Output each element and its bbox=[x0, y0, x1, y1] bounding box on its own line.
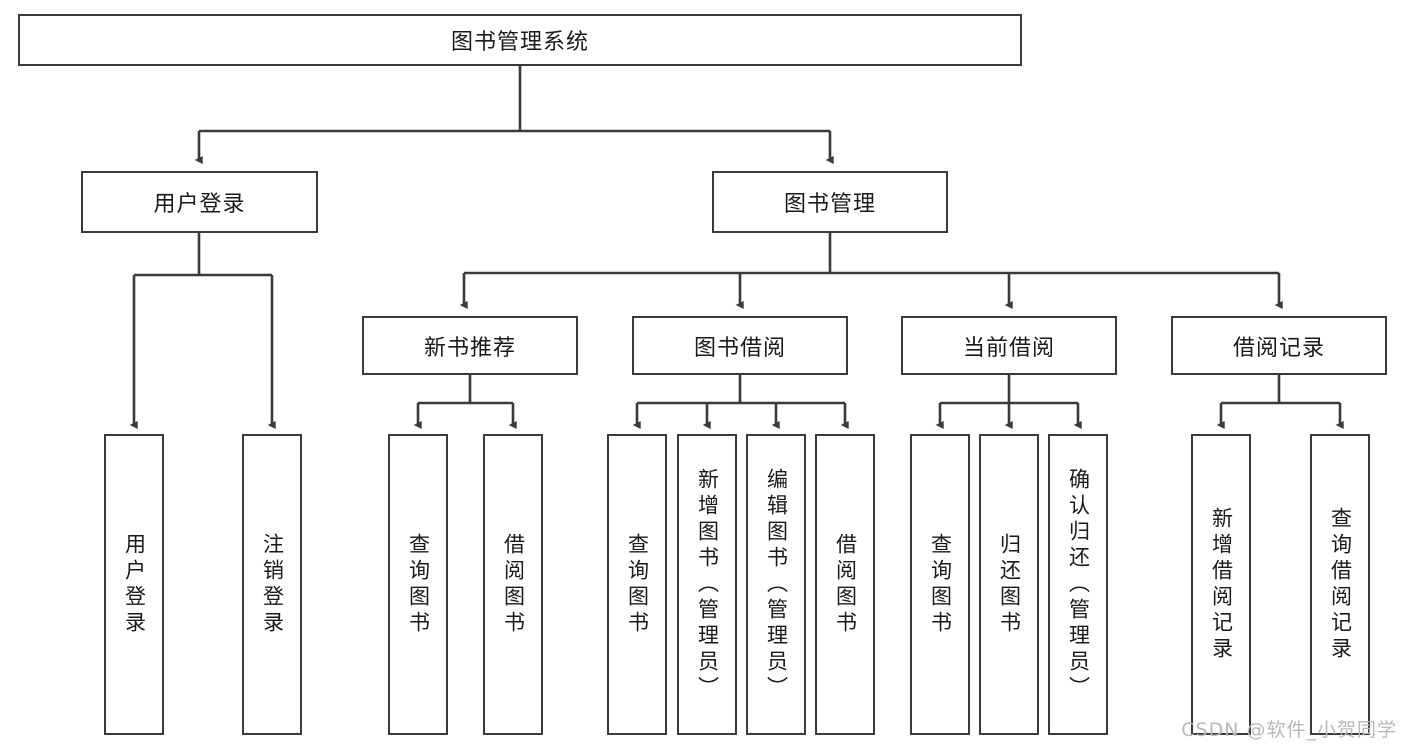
node-label: 图书借阅 bbox=[693, 335, 786, 361]
node-current-borrow[interactable]: 当前借阅 bbox=[901, 316, 1117, 375]
node-label: 确认归还（管理员） bbox=[1066, 467, 1091, 702]
node-book-borrow[interactable]: 图书借阅 bbox=[632, 316, 848, 375]
leaf-add-borrow-record[interactable]: 新增借阅记录 bbox=[1191, 434, 1251, 735]
node-borrow-record[interactable]: 借阅记录 bbox=[1171, 316, 1387, 375]
leaf-borrow-book-2[interactable]: 借阅图书 bbox=[815, 434, 875, 735]
leaf-query-book-1[interactable]: 查询图书 bbox=[388, 434, 448, 735]
node-label: 注销登录 bbox=[260, 532, 285, 637]
leaf-edit-book[interactable]: 编辑图书（管理员） bbox=[746, 434, 806, 735]
node-user-login[interactable]: 用户登录 bbox=[81, 171, 318, 233]
node-label: 当前借阅 bbox=[962, 335, 1055, 361]
leaf-logout-login[interactable]: 注销登录 bbox=[242, 434, 302, 735]
node-label: 查询图书 bbox=[625, 532, 650, 637]
node-label: 查询借阅记录 bbox=[1328, 506, 1353, 663]
leaf-user-login[interactable]: 用户登录 bbox=[104, 434, 164, 735]
leaf-confirm-return[interactable]: 确认归还（管理员） bbox=[1048, 434, 1108, 735]
node-label: 查询图书 bbox=[406, 532, 431, 637]
node-label: 借阅图书 bbox=[501, 532, 526, 637]
node-label: 借阅图书 bbox=[833, 532, 858, 637]
leaf-add-book[interactable]: 新增图书（管理员） bbox=[677, 434, 737, 735]
node-label: 图书管理系统 bbox=[450, 30, 589, 55]
node-label: 新增图书（管理员） bbox=[695, 467, 720, 702]
node-label: 归还图书 bbox=[997, 532, 1022, 637]
node-label: 新书推荐 bbox=[423, 335, 516, 361]
node-root-system[interactable]: 图书管理系统 bbox=[18, 14, 1022, 66]
leaf-borrow-book-1[interactable]: 借阅图书 bbox=[483, 434, 543, 735]
node-label: 新增借阅记录 bbox=[1209, 506, 1234, 663]
watermark-text: CSDN @软件_小贺同学 bbox=[1181, 719, 1397, 741]
node-label: 查询图书 bbox=[928, 532, 953, 637]
node-label: 编辑图书（管理员） bbox=[764, 467, 789, 702]
node-label: 图书管理 bbox=[783, 192, 876, 217]
leaf-return-book[interactable]: 归还图书 bbox=[979, 434, 1039, 735]
node-new-book-recommend[interactable]: 新书推荐 bbox=[362, 316, 578, 375]
node-label: 用户登录 bbox=[153, 192, 246, 217]
leaf-query-book-3[interactable]: 查询图书 bbox=[910, 434, 970, 735]
leaf-query-book-2[interactable]: 查询图书 bbox=[607, 434, 667, 735]
leaf-query-borrow-record[interactable]: 查询借阅记录 bbox=[1310, 434, 1370, 735]
node-book-management[interactable]: 图书管理 bbox=[712, 171, 948, 233]
node-label: 用户登录 bbox=[122, 532, 147, 637]
node-label: 借阅记录 bbox=[1232, 335, 1325, 361]
